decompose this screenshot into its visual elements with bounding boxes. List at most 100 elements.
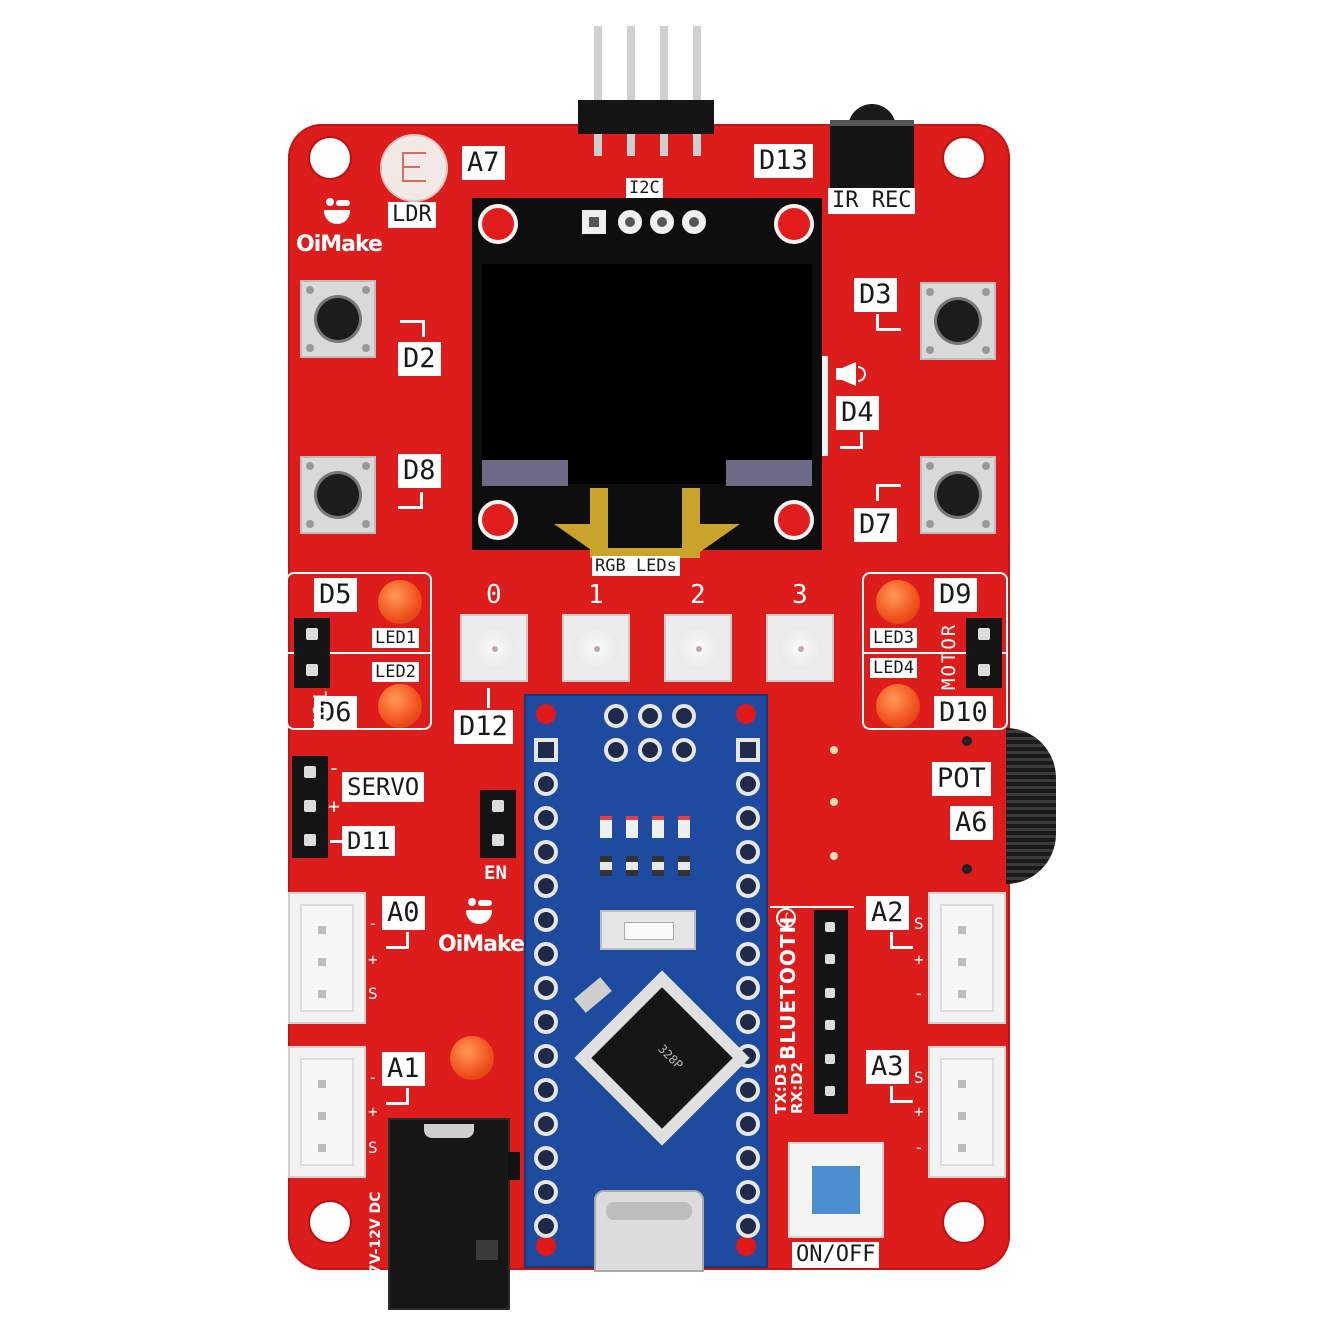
mounting-hole-top-right: [944, 138, 984, 178]
servo-header[interactable]: [292, 756, 328, 858]
rgb-led-0-label: 0: [486, 580, 502, 610]
led1-label: LED1: [372, 628, 419, 648]
arrow-icon-d2: [400, 320, 425, 337]
connector-a1[interactable]: [288, 1046, 366, 1178]
arrow-icon-a3: [890, 1086, 913, 1103]
a1-minus-symbol: -: [368, 1068, 378, 1087]
speaker-icon: [836, 362, 870, 386]
led-block-left: [286, 572, 432, 730]
oimake-logo-text: OiMake: [296, 232, 383, 257]
a0-minus-symbol: -: [368, 914, 378, 933]
oled-module: [472, 198, 822, 550]
rgb-led-2: [664, 614, 732, 682]
bluetooth-label: BLUETOOTH: [776, 915, 800, 1060]
a3-minus-symbol: -: [914, 1138, 924, 1157]
servo-minus-symbol: -: [328, 756, 341, 780]
arrow-icon-a0: [386, 932, 409, 949]
oled-ribbon: [554, 488, 740, 568]
a6-label: A6: [950, 806, 993, 840]
button-d3[interactable]: [920, 282, 996, 360]
arrow-icon-d4: [840, 432, 863, 449]
buzzer: [822, 356, 828, 456]
a2-label: A2: [866, 896, 909, 930]
dc-input-label: 7V-12V DC: [368, 1191, 384, 1274]
en-jumper[interactable]: [480, 790, 516, 858]
led2: [378, 684, 422, 728]
arrow-icon-d8: [398, 492, 423, 509]
connector-a0[interactable]: [288, 892, 366, 1024]
servo-label: SERVO: [342, 772, 425, 802]
button-d2[interactable]: [300, 280, 376, 358]
arrow-icon-d3: [876, 314, 901, 331]
on-off-label: ON/OFF: [792, 1242, 880, 1268]
arduino-nano: 328P: [524, 694, 768, 1272]
usb-c-port[interactable]: [594, 1190, 704, 1272]
a1-plus-symbol: +: [368, 1102, 378, 1121]
mounting-hole-top-left: [310, 138, 350, 178]
a0-signal-symbol: S: [368, 984, 378, 1003]
a2-signal-symbol: S: [914, 914, 924, 933]
led3: [876, 580, 920, 624]
power-switch[interactable]: [788, 1142, 884, 1238]
mounting-hole-bottom-right: [944, 1202, 984, 1242]
a3-label: A3: [866, 1050, 909, 1084]
oimake-logo-text-center: OiMake: [438, 932, 525, 957]
a3-plus-symbol: +: [914, 1102, 924, 1121]
ldr-sensor: [382, 136, 446, 200]
rgb-led-3-label: 3: [792, 580, 808, 610]
d8-label: D8: [398, 454, 441, 488]
rgb-led-1-label: 1: [588, 580, 604, 610]
motor-left-header: [294, 618, 330, 688]
i2c-header-pins: [590, 26, 710, 106]
d7-label: D7: [854, 508, 897, 542]
rgb-led-1: [562, 614, 630, 682]
led-block-right-divider: [862, 652, 1008, 654]
arrow-icon-a2: [890, 932, 913, 949]
motor-right-label: MOTOR: [938, 622, 960, 690]
i2c-label: I2C: [626, 178, 663, 198]
rgb-led-3: [766, 614, 834, 682]
ir-receiver: [830, 104, 914, 188]
d11-label: D11: [342, 826, 396, 856]
d13-label: D13: [754, 144, 813, 178]
en-label: EN: [484, 862, 507, 884]
dc-jack[interactable]: [388, 1118, 510, 1310]
a1-signal-symbol: S: [368, 1138, 378, 1157]
connector-a2[interactable]: [928, 892, 1006, 1024]
nano-reset-button[interactable]: [600, 910, 696, 950]
rgb-led-0: [460, 614, 528, 682]
servo-plus-symbol: +: [328, 794, 341, 818]
a0-label: A0: [382, 896, 425, 930]
ldr-label: LDR: [388, 202, 436, 228]
d9-label: D9: [934, 578, 977, 612]
d4-label: D4: [836, 396, 879, 430]
oled-screen: [482, 264, 812, 484]
a2-plus-symbol: +: [914, 950, 924, 969]
potentiometer-knob[interactable]: [1006, 728, 1056, 884]
oled-pin-square: [582, 210, 606, 234]
bluetooth-header[interactable]: [814, 910, 848, 1114]
arrow-icon-d12: [487, 688, 490, 708]
a0-plus-symbol: +: [368, 950, 378, 969]
arrow-icon-a1: [386, 1088, 409, 1105]
d10-label: D10: [934, 696, 993, 730]
a2-minus-symbol: -: [914, 984, 924, 1003]
arrow-icon-d7: [876, 484, 901, 501]
led-block-left-divider: [286, 652, 432, 654]
button-d8[interactable]: [300, 456, 376, 534]
button-d7[interactable]: [920, 456, 996, 534]
rgb-leds-label: RGB LEDs: [592, 556, 680, 576]
led3-label: LED3: [870, 628, 917, 648]
rgb-led-2-label: 2: [690, 580, 706, 610]
oimake-logo-icon-center: [464, 898, 494, 928]
pot-label: POT: [932, 762, 991, 796]
led1: [378, 580, 422, 624]
bluetooth-icon: ∫: [776, 908, 796, 928]
a1-label: A1: [382, 1052, 425, 1086]
i2c-header: [578, 100, 714, 134]
rx-label: RX:D2: [788, 1061, 806, 1114]
d5-label: D5: [314, 578, 357, 612]
i2c-header-legs: [590, 134, 710, 164]
bluetooth-area: [770, 906, 854, 1122]
connector-a3[interactable]: [928, 1046, 1006, 1178]
